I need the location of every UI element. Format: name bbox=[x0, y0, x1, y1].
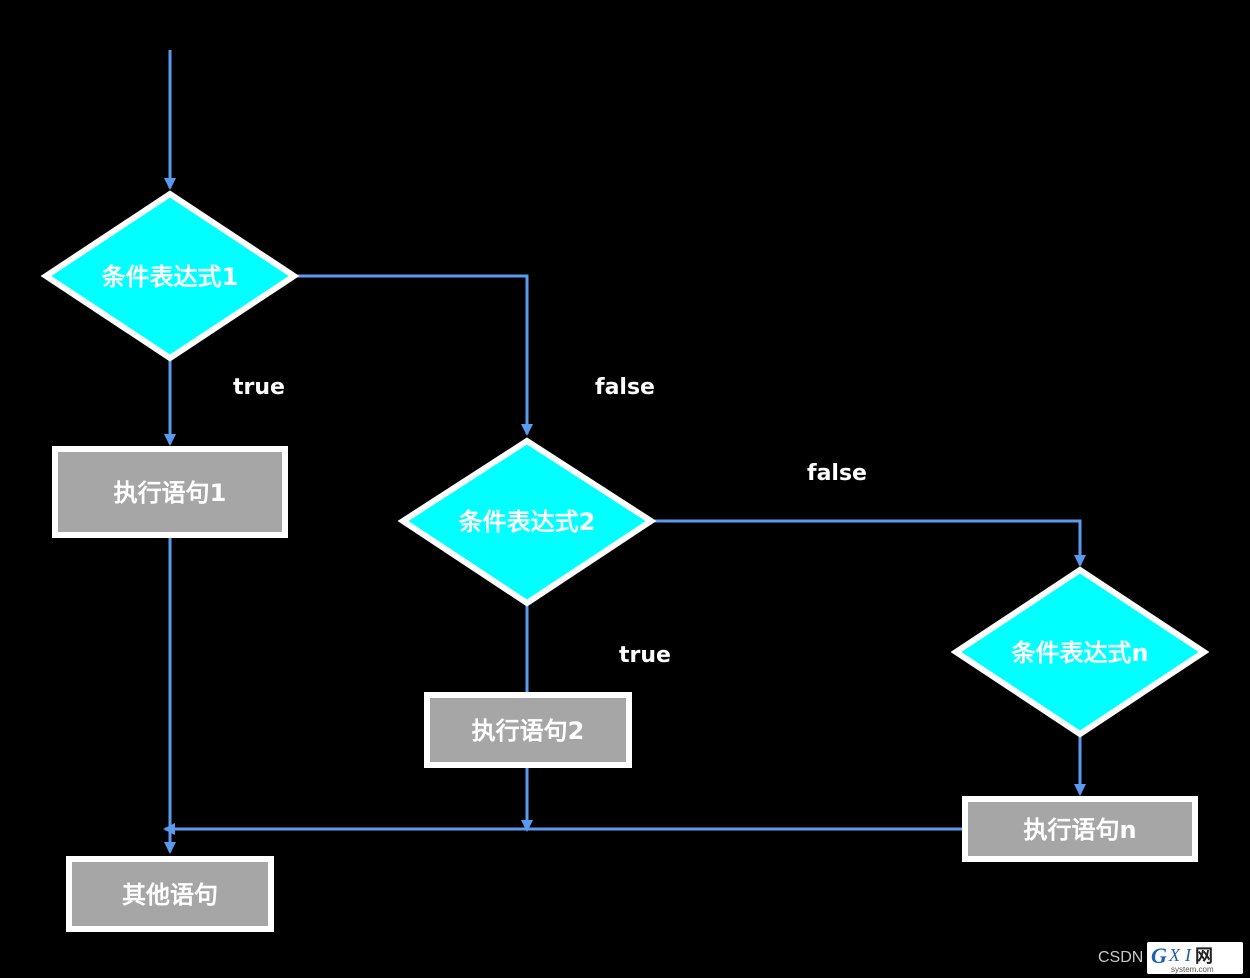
watermark-text: CSDN bbox=[1098, 949, 1144, 966]
svg-text:X: X bbox=[1168, 945, 1181, 965]
svg-text:G: G bbox=[1151, 943, 1167, 968]
label-cond1-false: false bbox=[595, 375, 655, 400]
process-other: 其他语句 bbox=[66, 856, 274, 932]
other-label: 其他语句 bbox=[122, 881, 218, 909]
process-execn: 执行语句n bbox=[962, 796, 1198, 862]
execn-label: 执行语句n bbox=[1023, 816, 1136, 844]
exec1-label: 执行语句1 bbox=[114, 479, 227, 507]
watermark: CSDN G X I 网 system.com bbox=[1098, 942, 1244, 974]
svg-text:I: I bbox=[1184, 945, 1192, 965]
site-logo-icon: G X I 网 system.com bbox=[1147, 942, 1244, 974]
cond2-label: 条件表达式2 bbox=[459, 508, 596, 536]
arrow-cond2-false bbox=[650, 519, 1086, 567]
decision-cond2: 条件表达式2 bbox=[397, 437, 657, 607]
svg-text:system.com: system.com bbox=[1171, 965, 1214, 974]
label-cond2-false: false bbox=[807, 461, 867, 486]
arrow-cond1-false bbox=[293, 274, 533, 436]
label-cond2-true: true bbox=[619, 643, 671, 668]
process-exec2: 执行语句2 bbox=[424, 692, 632, 768]
decision-cond1: 条件表达式1 bbox=[40, 190, 300, 362]
cond1-label: 条件表达式1 bbox=[102, 263, 239, 291]
condn-label: 条件表达式n bbox=[1011, 639, 1148, 667]
svg-text:网: 网 bbox=[1195, 946, 1213, 967]
exec2-label: 执行语句2 bbox=[472, 717, 585, 745]
process-exec1: 执行语句1 bbox=[52, 446, 288, 538]
decision-condn: 条件表达式n bbox=[950, 566, 1210, 738]
label-cond1-true: true bbox=[233, 375, 285, 400]
